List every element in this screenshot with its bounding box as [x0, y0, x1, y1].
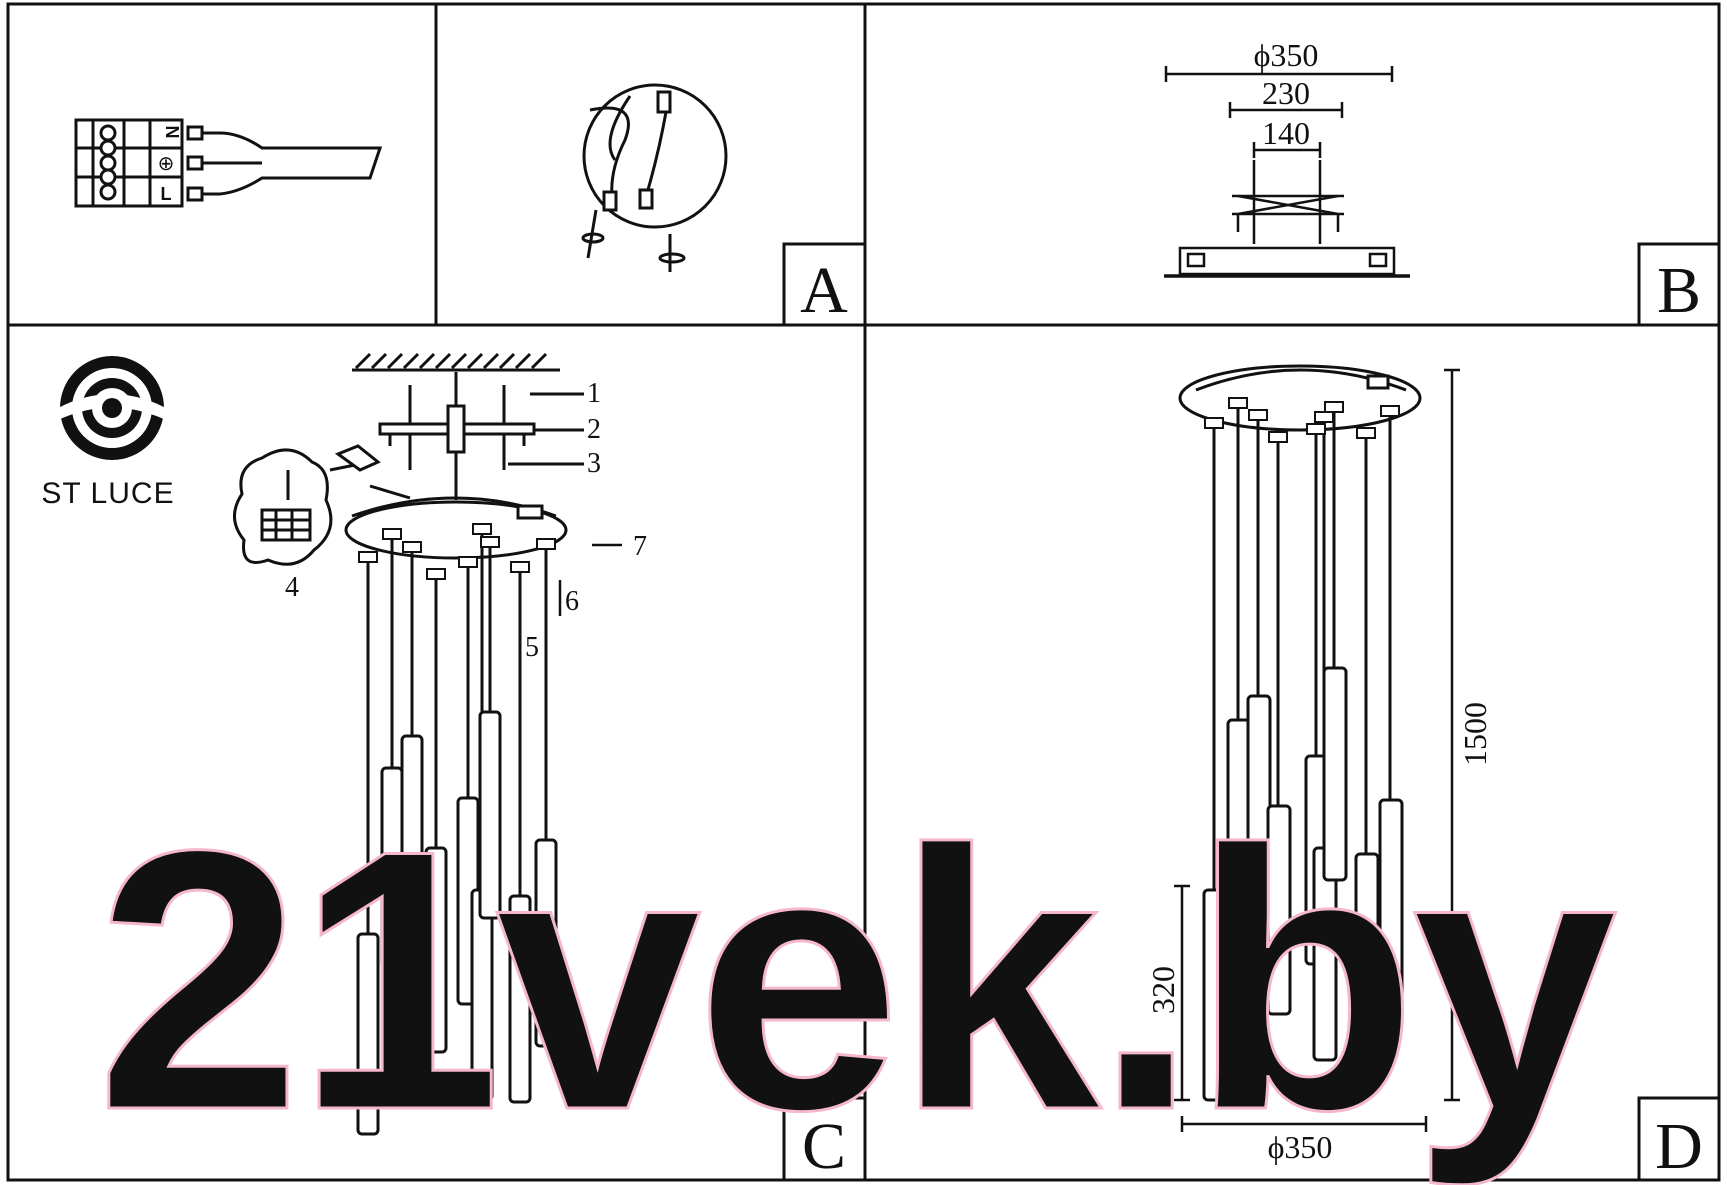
dimension-lines-d	[1174, 368, 1460, 1132]
terminal-label-l: L	[161, 184, 172, 204]
wiring-bubble	[233, 444, 411, 566]
st-luce-logo	[58, 356, 166, 460]
dim-320: 320	[1145, 966, 1181, 1014]
callout-4: 4	[285, 572, 299, 603]
terminal-label-earth: ⊕	[158, 153, 175, 175]
letter-box-a: A	[782, 242, 867, 327]
letter-box-d: D	[1637, 1096, 1721, 1183]
panel-letter-b: B	[1657, 254, 1701, 327]
dim-350-bottom: ϕ350	[1268, 1129, 1333, 1165]
callout-1: 1	[587, 378, 601, 409]
brand-name: ST LUCE	[41, 477, 174, 510]
callout-5: 5	[525, 632, 539, 663]
wire-detail-circle	[581, 83, 728, 272]
callout-7: 7	[633, 531, 647, 562]
callout-3: 3	[587, 448, 601, 479]
letter-box-c: C	[782, 1096, 867, 1183]
canopy-d	[1178, 364, 1422, 432]
letter-box-b: B	[1637, 242, 1721, 327]
callout-2: 2	[587, 414, 601, 445]
panel-letter-d: D	[1655, 1110, 1703, 1183]
terminal-block-diagram	[74, 118, 383, 208]
watermark: 21vek.by	[96, 774, 1620, 1185]
dim-230: 230	[1262, 75, 1310, 111]
pendant-shades-c	[356, 522, 558, 1136]
mounting-hardware	[344, 372, 584, 560]
pendant-shades-d	[1202, 396, 1404, 1102]
dim-140: 140	[1262, 115, 1310, 151]
panel-letter-c: C	[802, 1110, 846, 1183]
panel-letter-a: A	[800, 254, 848, 327]
bracket-dimensions	[1164, 66, 1410, 278]
dim-1500: 1500	[1457, 702, 1493, 766]
terminal-label-n: N	[162, 126, 182, 139]
ceiling-hatch	[352, 352, 560, 372]
dim-350-top: ϕ350	[1254, 37, 1319, 73]
callout-arrows	[558, 543, 622, 616]
callout-6: 6	[565, 586, 579, 617]
